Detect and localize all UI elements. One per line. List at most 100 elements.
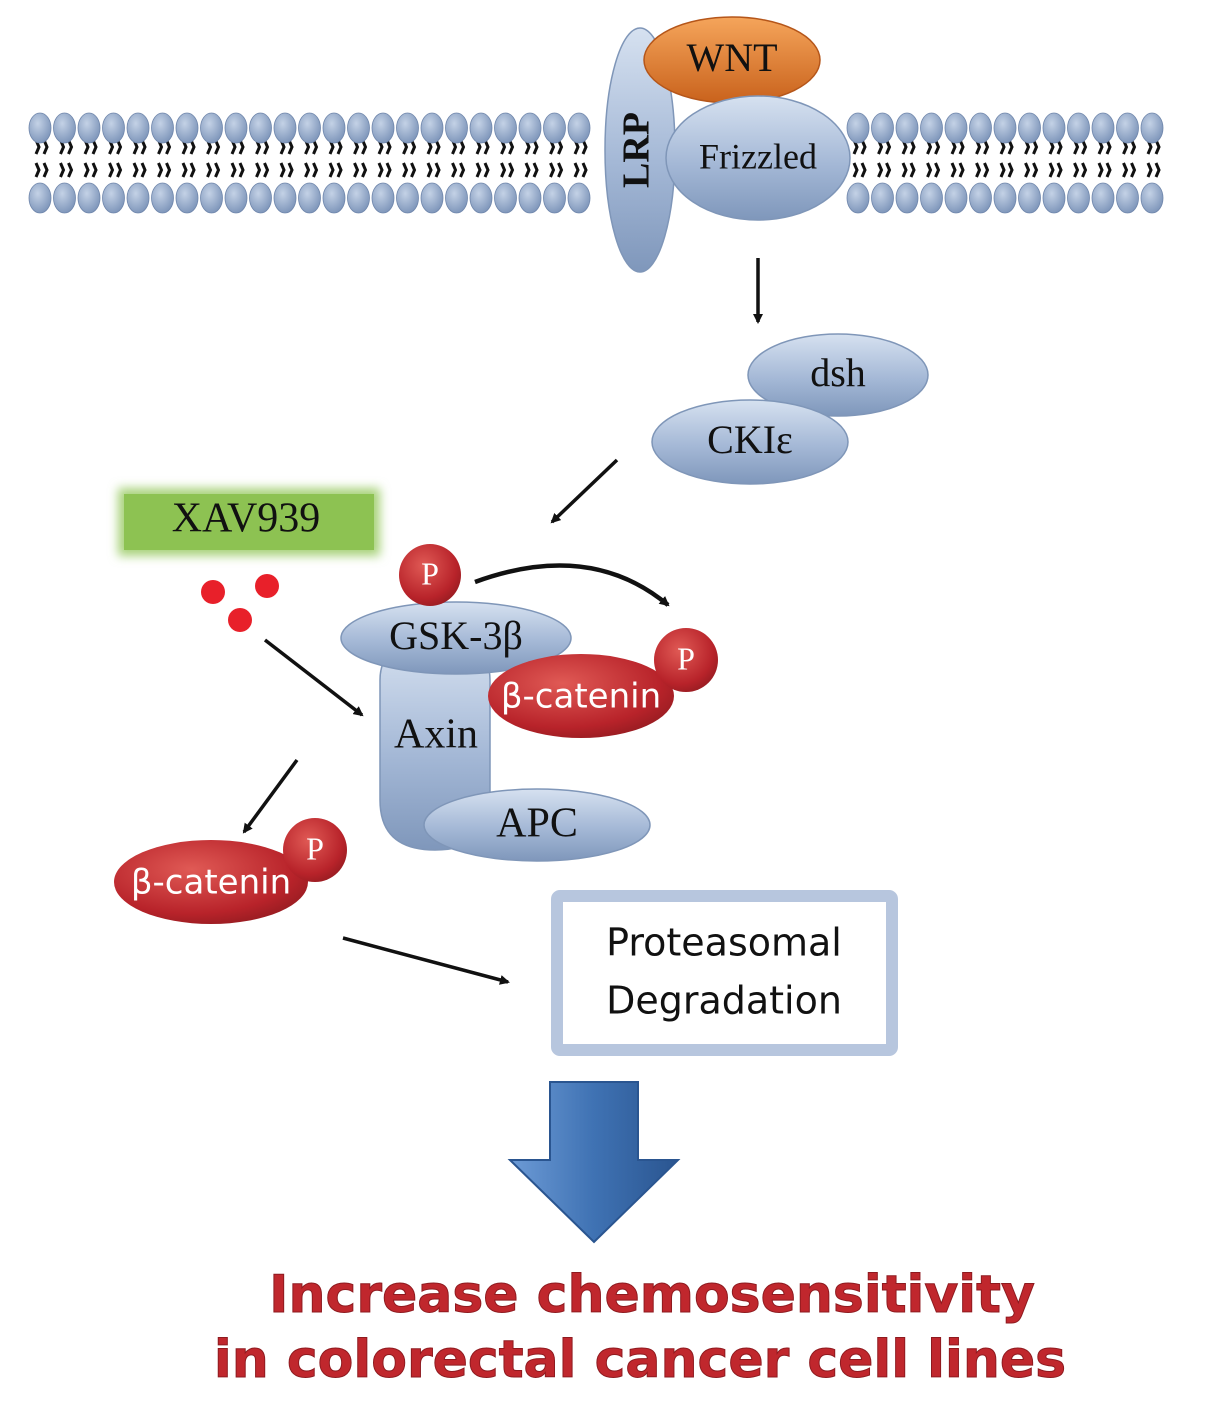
lipid-head [993,112,1017,144]
lipid-head [224,182,248,214]
conclusion-line1: Increase chemosensitivity [269,1265,1035,1325]
lipid-tails [852,139,867,178]
lipid-head [53,112,76,144]
gsk3b-phosphate: P [399,544,461,606]
lipid-tails [353,139,368,178]
lipid-head [445,182,468,214]
axin-label: Axin [394,712,478,758]
lipid-head [944,182,968,214]
beta-catenin-free-phosphate: P [283,818,347,882]
lipid-head [1067,112,1090,144]
gsk3b-phosphate-label: P [421,555,439,591]
lipid-head [871,112,894,144]
beta-catenin-free-label: β-catenin [131,863,291,903]
lipid-head [469,182,493,214]
lipid-head [1091,112,1115,144]
beta-catenin-free: β-catenin [114,840,308,924]
lipid-tails [1073,139,1088,178]
lipid-head [543,112,566,144]
ckie-label: CKIε [707,417,793,462]
lipid-head [102,182,125,214]
lipid-tails [573,139,588,178]
lipid-head [371,182,395,214]
lipid-head [273,112,297,144]
arrow-to-proteasome [342,936,510,985]
lipid-head [1067,182,1090,214]
xav939-inhibitor-box: XAV939 [118,488,380,556]
lipid-tails [377,139,392,178]
lipid-head [518,112,542,144]
lipid-head [846,182,870,214]
lipid-tails [34,139,49,178]
beta-catenin-bound-label: β-catenin [501,677,661,717]
down-arrow-icon [507,1081,681,1244]
lipid-head [347,182,370,214]
ckie-protein: CKIε [651,399,849,485]
lipid-head [420,112,444,144]
lipid-tails [500,139,515,178]
lipid-head [1140,182,1164,214]
lipid-head [1116,112,1139,144]
lipid-head [53,182,76,214]
cell-membrane-bilayer [28,112,1164,214]
lipid-head [993,182,1017,214]
lipid-tails [426,139,441,178]
lipid-head [846,112,870,144]
lipid-head [200,182,223,214]
lipid-tails [108,139,123,178]
lipid-head [920,112,943,144]
beta-catenin-bound-phosphate: P [654,628,718,692]
frizzled-receptor: Frizzled [665,95,851,221]
lipid-head [1018,182,1041,214]
lipid-head [322,182,346,214]
conclusion: Increase chemosensitivity in colorectal … [213,1265,1066,1391]
lrp-label: LRP [616,112,658,188]
frizzled-label: Frizzled [699,136,817,176]
lipid-head [543,182,566,214]
lipid-head [969,182,992,214]
lipid-tails [975,139,990,178]
proteasomal-line2: Degradation [606,979,842,1023]
lipid-head [175,182,199,214]
lipid-tails [524,139,539,178]
lipid-tails [132,139,147,178]
lipid-head [298,112,321,144]
lipid-head [224,112,248,144]
proteasomal-degradation-box: Proteasomal Degradation [551,890,898,1056]
lipid-head [969,112,992,144]
lipid-tails [59,139,74,178]
lipid-tails [451,139,466,178]
lipid-tails [999,139,1014,178]
lipid-tails [230,139,245,178]
lipid-head [1140,112,1164,144]
arrow-ckie-to-complex [550,458,619,524]
lipid-head [1042,112,1066,144]
lipid-tails [279,139,294,178]
lipid-head [77,112,101,144]
beta-catenin-free-phosphate-label: P [306,830,324,866]
lipid-tails [402,139,417,178]
lipid-head [102,112,125,144]
arrow-phosphorylation [474,563,670,607]
lipid-head [273,182,297,214]
lipid-head [1116,182,1139,214]
lipid-head [469,112,493,144]
conclusion-line2: in colorectal cancer cell lines [214,1330,1066,1390]
lipid-tails [549,139,564,178]
lipid-head [871,182,894,214]
lipid-tails [475,139,490,178]
lipid-tails [83,139,98,178]
lrp-receptor: LRP [604,27,676,273]
arrow-complex-to-free-catenin [242,758,299,834]
lipid-tails [304,139,319,178]
lipid-head [77,182,101,214]
lipid-head [944,112,968,144]
wnt-label: WNT [686,35,777,80]
lipid-head [28,182,52,214]
lipid-tails [1097,139,1112,178]
lipid-tails [181,139,196,178]
lipid-tails [926,139,941,178]
lipid-tails [877,139,892,178]
lipid-head [151,112,174,144]
lipid-head [494,182,517,214]
